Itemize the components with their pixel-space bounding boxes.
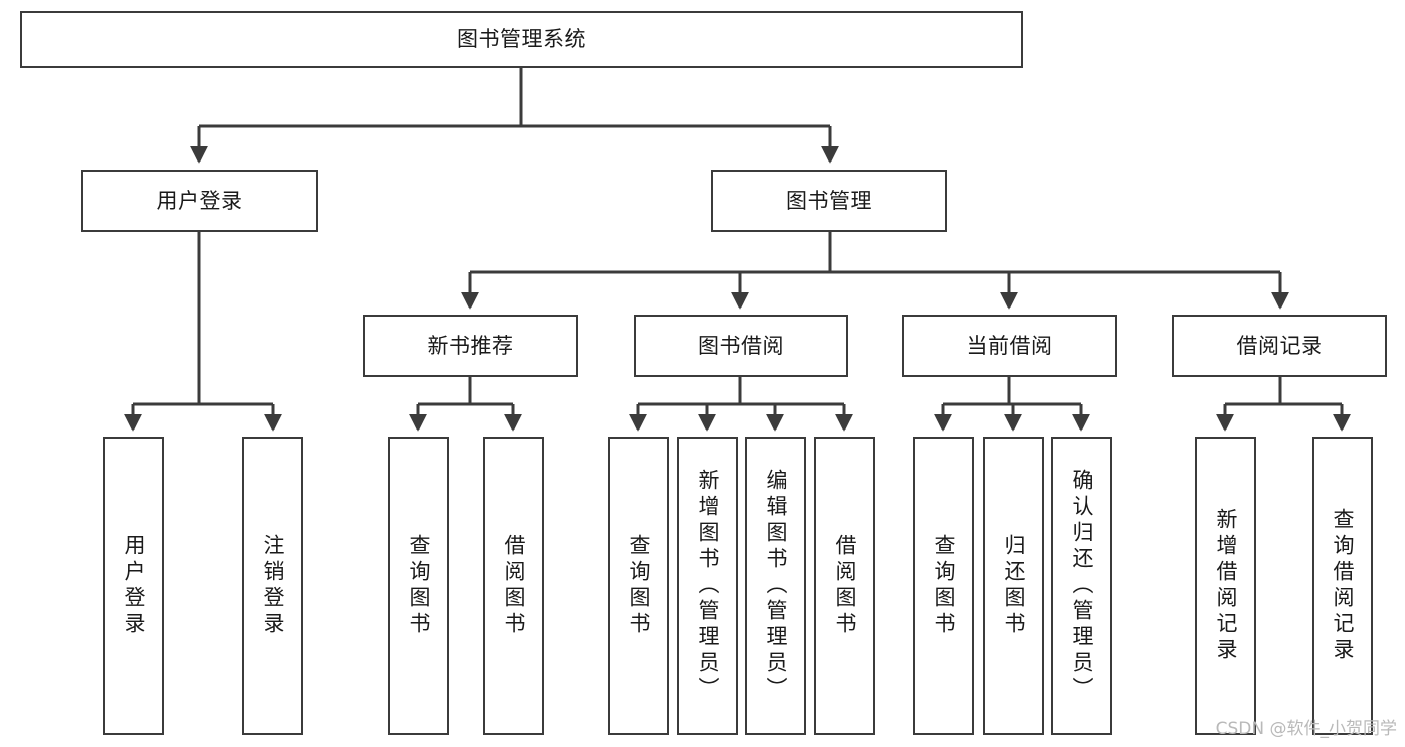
node-borrow-record[interactable]: 借阅记录 <box>1172 315 1387 377</box>
node-current-borrow[interactable]: 当前借阅 <box>902 315 1117 377</box>
node-label: 归还图书 <box>1002 534 1026 638</box>
node-root[interactable]: 图书管理系统 <box>20 11 1023 68</box>
node-leaf-borrow-book-rec[interactable]: 借阅图书 <box>483 437 544 735</box>
node-leaf-add-book[interactable]: 新增图书（管理员） <box>677 437 738 735</box>
node-label: 用户登录 <box>122 534 146 638</box>
node-label: 当前借阅 <box>966 333 1053 358</box>
node-label: 新增图书（管理员） <box>696 469 720 703</box>
node-label: 注销登录 <box>261 534 285 638</box>
node-label: 借阅记录 <box>1236 333 1323 358</box>
node-label: 查询图书 <box>407 534 431 638</box>
node-label: 查询图书 <box>627 534 651 638</box>
node-label: 借阅图书 <box>502 534 526 638</box>
node-label: 图书管理 <box>786 188 872 213</box>
node-leaf-add-record[interactable]: 新增借阅记录 <box>1195 437 1256 735</box>
watermark: CSDN @软件_小贺同学 <box>1215 719 1397 739</box>
node-user-login[interactable]: 用户登录 <box>81 170 318 232</box>
node-label: 编辑图书（管理员） <box>764 469 788 703</box>
node-book-borrow[interactable]: 图书借阅 <box>634 315 848 377</box>
node-label: 借阅图书 <box>833 534 857 638</box>
node-leaf-return-book[interactable]: 归还图书 <box>983 437 1044 735</box>
node-leaf-query-book-bor[interactable]: 查询图书 <box>608 437 669 735</box>
node-label: 图书借阅 <box>698 333 784 358</box>
node-label: 图书管理系统 <box>457 27 586 52</box>
node-leaf-edit-book[interactable]: 编辑图书（管理员） <box>745 437 806 735</box>
node-label: 查询图书 <box>932 534 956 638</box>
node-label: 查询借阅记录 <box>1331 508 1355 664</box>
node-leaf-query-book-rec[interactable]: 查询图书 <box>388 437 449 735</box>
node-leaf-query-record[interactable]: 查询借阅记录 <box>1312 437 1373 735</box>
node-label: 用户登录 <box>156 188 243 213</box>
node-leaf-logout[interactable]: 注销登录 <box>242 437 303 735</box>
node-book-manage[interactable]: 图书管理 <box>711 170 947 232</box>
node-new-book-recommend[interactable]: 新书推荐 <box>363 315 578 377</box>
node-leaf-user-login[interactable]: 用户登录 <box>103 437 164 735</box>
node-leaf-borrow-book-bor[interactable]: 借阅图书 <box>814 437 875 735</box>
node-label: 新书推荐 <box>427 333 514 358</box>
node-label: 新增借阅记录 <box>1214 508 1238 664</box>
node-leaf-query-book-cur[interactable]: 查询图书 <box>913 437 974 735</box>
node-label: 确认归还（管理员） <box>1070 469 1094 703</box>
node-leaf-confirm-return[interactable]: 确认归还（管理员） <box>1051 437 1112 735</box>
